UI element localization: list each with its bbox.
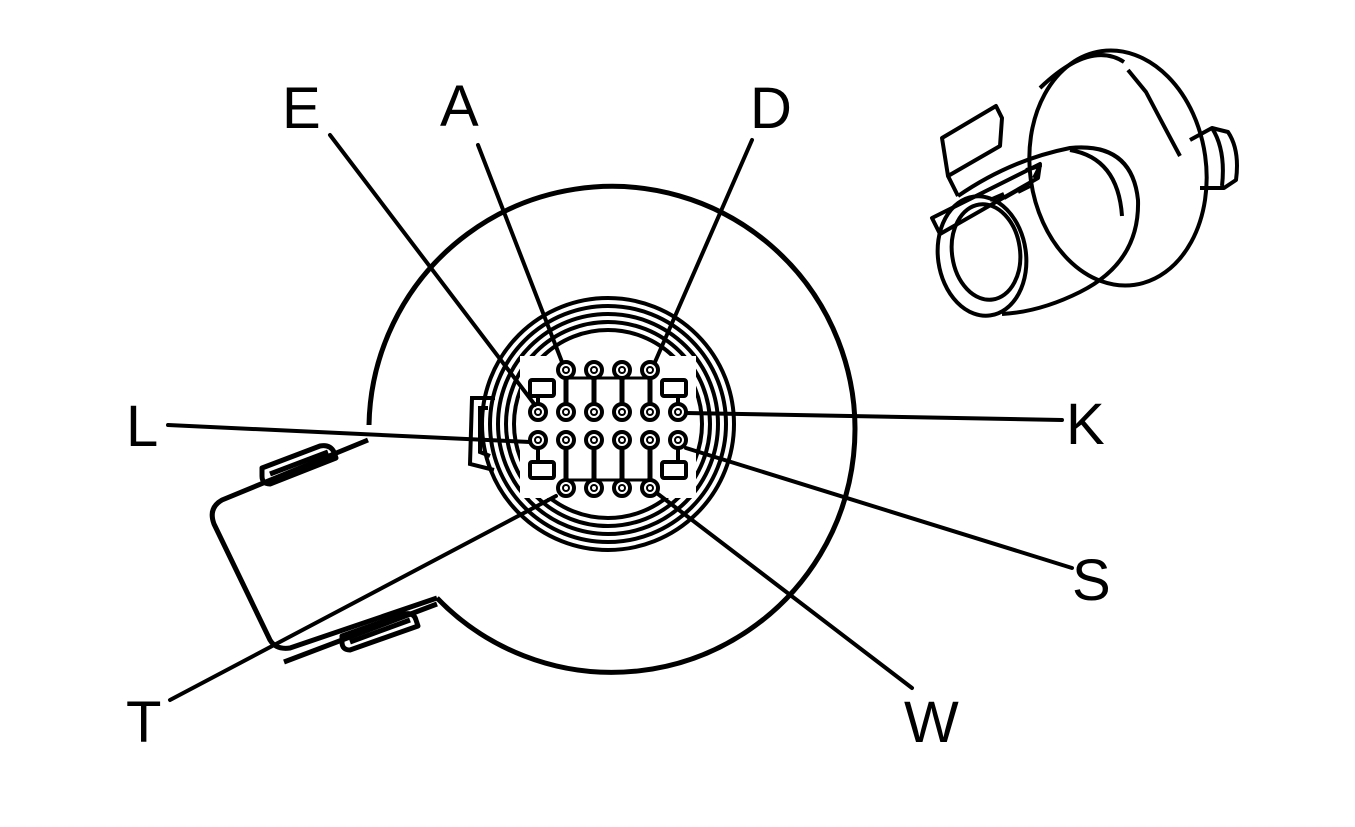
terminal-cavity-center <box>618 366 626 374</box>
terminal-cavity-center <box>646 436 654 444</box>
callout-label-s: S <box>1072 548 1111 613</box>
leader-line-a <box>476 143 564 364</box>
terminal-cavity-center <box>646 484 654 492</box>
leader-line-t <box>168 494 558 702</box>
leader-line-k <box>684 411 1064 422</box>
connector-face-view <box>209 183 858 675</box>
callout-label-t: T <box>126 690 161 755</box>
terminal-cavity-center <box>562 408 570 416</box>
terminal-pad <box>528 460 556 480</box>
connector-side-tab <box>1189 126 1239 190</box>
terminal-cavity-center <box>590 436 598 444</box>
leader-line-s <box>684 446 1074 570</box>
terminal-cavity-center <box>674 436 682 444</box>
terminal-cavities <box>528 360 688 498</box>
callout-label-k: K <box>1066 392 1105 457</box>
callout-label-a: A <box>440 74 479 139</box>
terminal-cavity-center <box>646 366 654 374</box>
seal-rings <box>480 296 736 552</box>
terminal-cavity-center <box>674 408 682 416</box>
terminal-pad <box>660 460 688 480</box>
terminal-pad <box>528 378 556 398</box>
terminal-cavity-center <box>618 484 626 492</box>
callout-label-e: E <box>282 76 321 141</box>
leader-line-e <box>328 133 537 407</box>
terminal-cavity-center <box>590 484 598 492</box>
terminal-cavity-center <box>618 436 626 444</box>
connector-isometric-view <box>930 48 1239 318</box>
terminal-cavity-center <box>534 436 542 444</box>
terminal-cavity-center <box>590 366 598 374</box>
connector-flange <box>1027 48 1209 288</box>
connector-latch <box>940 104 1004 178</box>
terminal-cavity-center <box>562 436 570 444</box>
terminal-cavity-center <box>534 408 542 416</box>
leader-line-d <box>653 138 754 364</box>
callout-label-w: W <box>904 690 959 755</box>
terminal-cavity-center <box>590 408 598 416</box>
terminal-cavity-center <box>562 484 570 492</box>
terminal-cavity-center <box>646 408 654 416</box>
connector-outer-shell <box>366 183 858 675</box>
lock-housing <box>209 437 438 665</box>
terminal-cavity-center <box>618 408 626 416</box>
callout-label-d: D <box>750 76 792 141</box>
callout-label-l: L <box>126 394 158 459</box>
terminal-cavity-center <box>562 366 570 374</box>
leader-line-w <box>656 492 914 690</box>
connector-barrel <box>956 145 1141 316</box>
leader-lines <box>166 133 1074 702</box>
leader-line-l <box>166 423 532 444</box>
callout-labels: E A D L K S T W <box>126 74 1111 755</box>
terminal-pad <box>660 378 688 398</box>
